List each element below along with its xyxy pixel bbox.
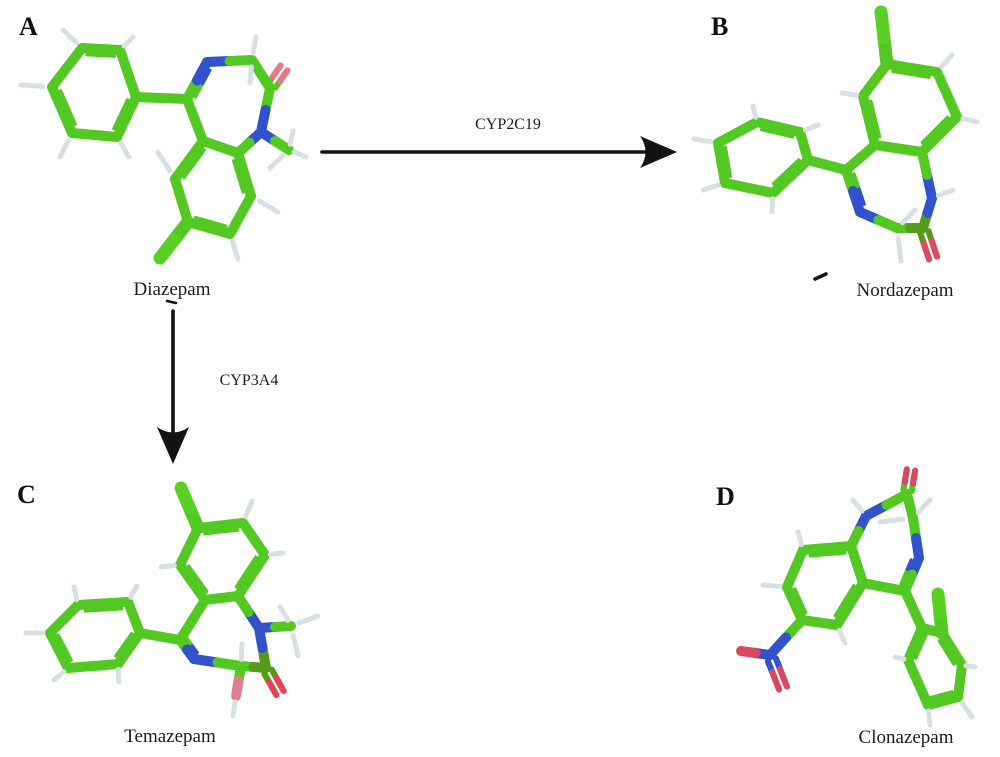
panel-label-a: A <box>19 12 38 41</box>
caption-nordazepam: Nordazepam <box>856 280 954 301</box>
caption-clonazepam: Clonazepam <box>858 727 954 748</box>
enzyme-label-cyp2c19: CYP2C19 <box>475 116 541 133</box>
caption-temazepam: Temazepam <box>124 726 216 747</box>
molecule-nordazepam-structure <box>691 5 980 264</box>
molecule-temazepam-structure <box>23 481 321 719</box>
panel-label-c: C <box>17 480 36 509</box>
caption-diazepam: Diazepam <box>133 279 211 300</box>
panel-label-d: D <box>716 482 735 511</box>
molecule-clonazepam-structure <box>736 466 978 728</box>
molecule-diazepam-structure <box>18 27 309 265</box>
arrow-diazepam-to-temazepam <box>157 309 189 464</box>
arrow-diazepam-to-nordazepam <box>320 136 677 168</box>
enzyme-label-cyp3a4: CYP3A4 <box>219 372 279 389</box>
panel-label-b: B <box>711 12 729 41</box>
stray-marks <box>165 272 828 305</box>
